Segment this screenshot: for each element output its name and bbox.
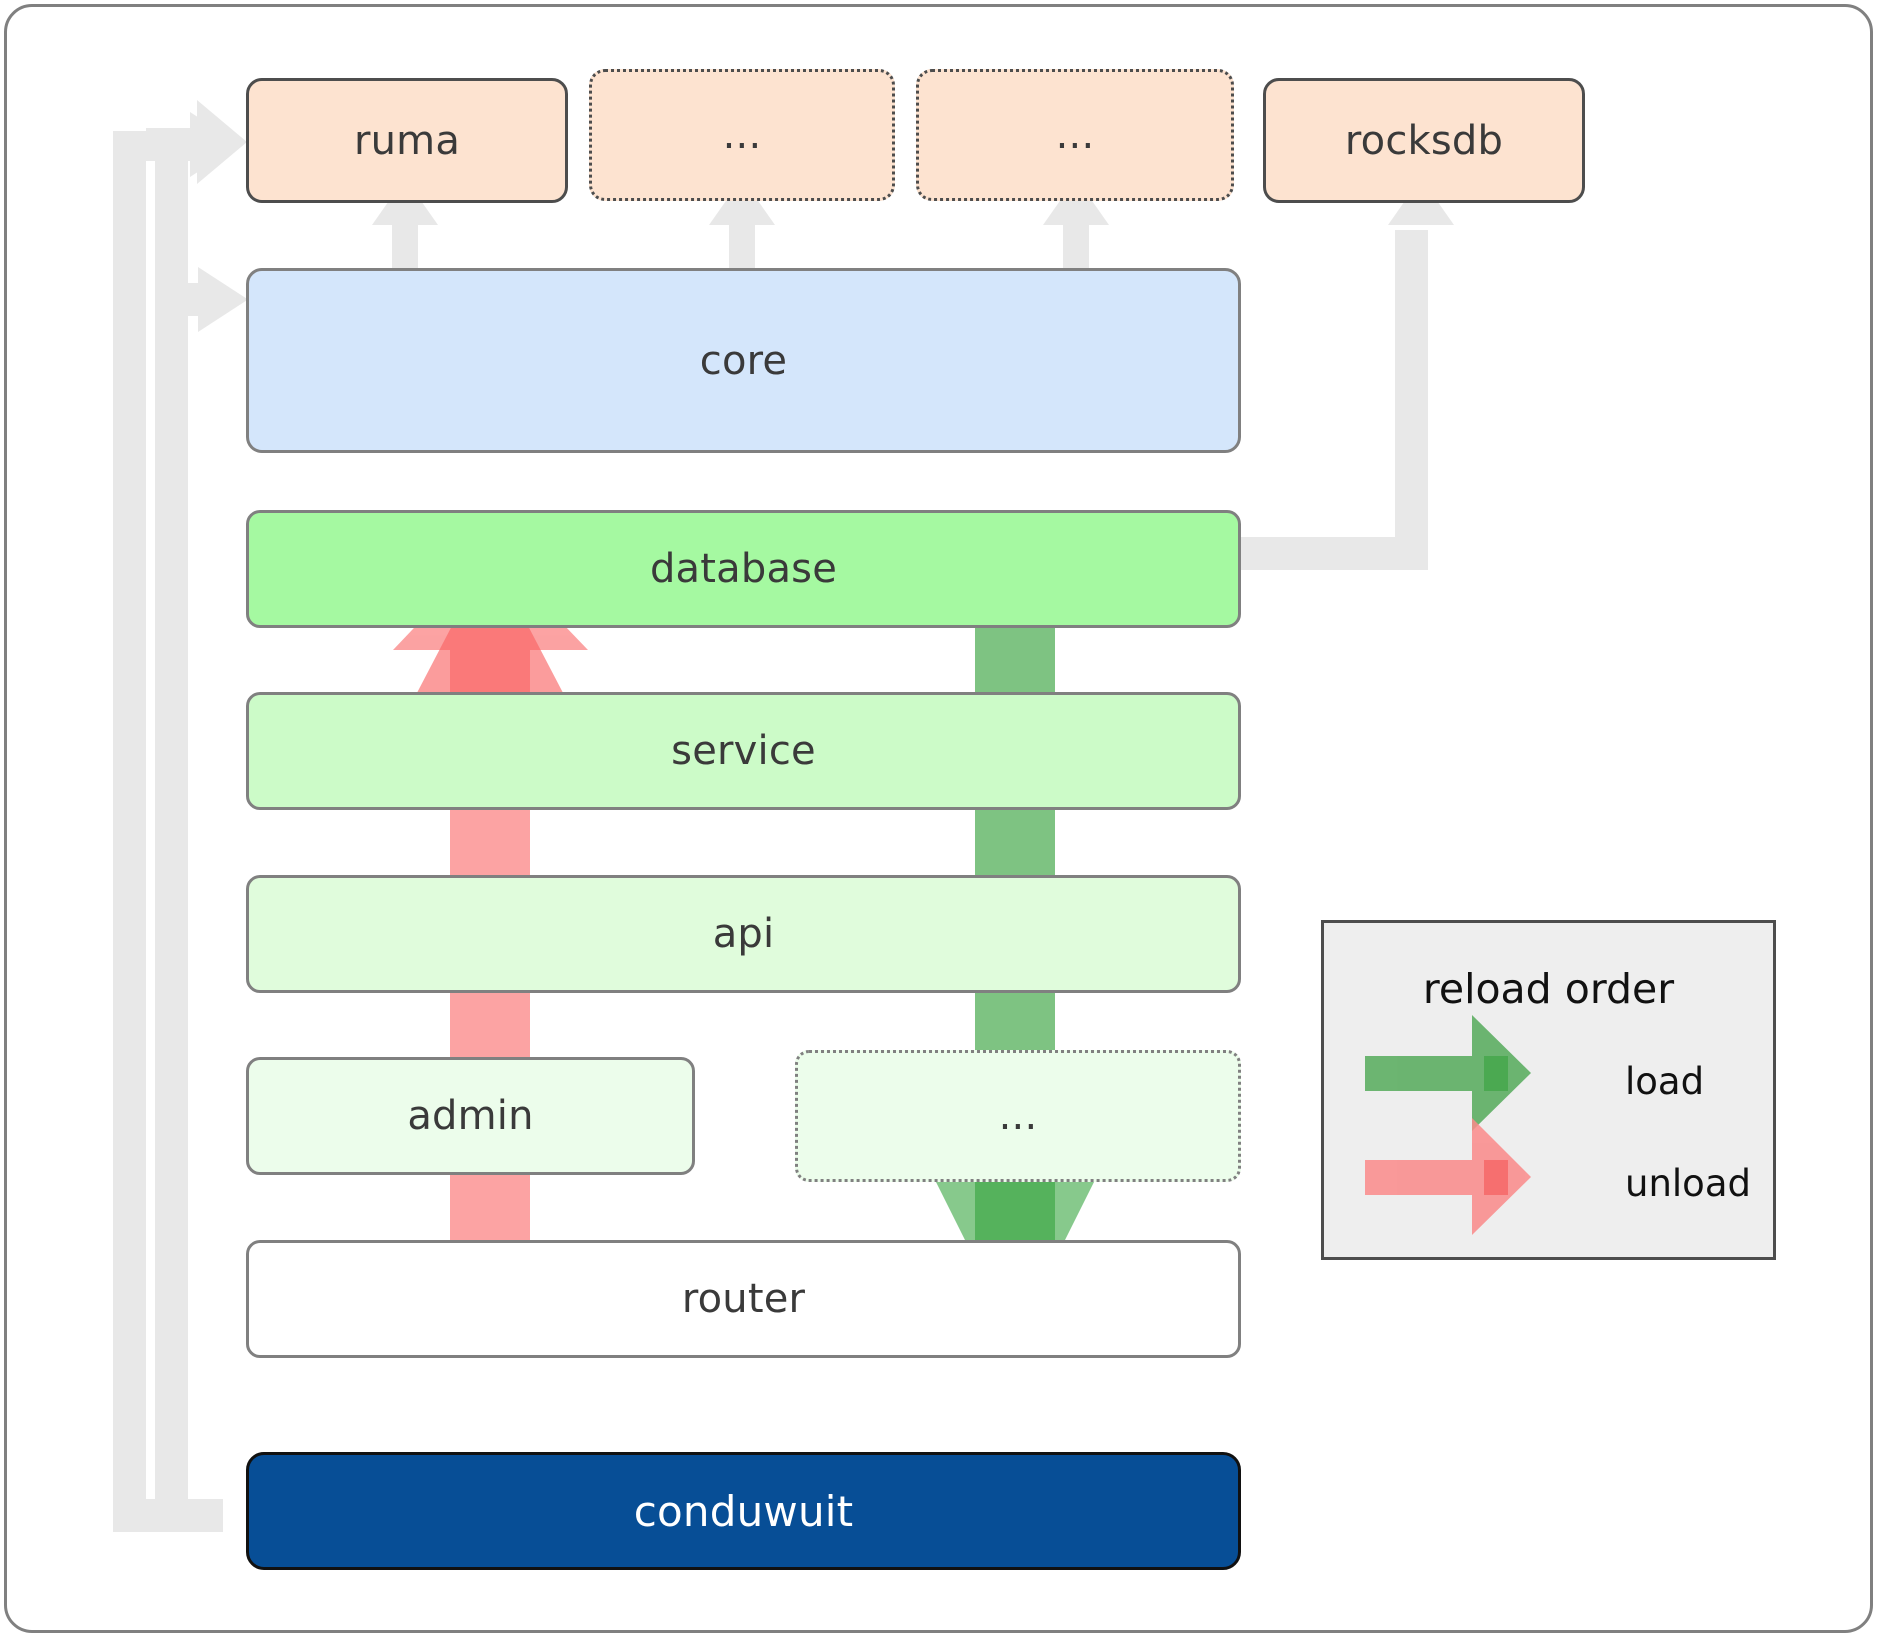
node-service[interactable]: service — [246, 692, 1241, 810]
node-rocksdb[interactable]: rocksdb — [1263, 78, 1585, 203]
node-core-label: core — [699, 337, 788, 384]
connector-left-spine — [113, 131, 146, 1532]
legend-label-load: load — [1625, 1060, 1705, 1103]
legend-load-arrow — [1365, 1015, 1531, 1131]
node-router[interactable]: router — [246, 1240, 1241, 1358]
node-dependency-ellipsis-1-label: ... — [722, 112, 762, 158]
node-conduwuit[interactable]: conduwuit — [246, 1452, 1241, 1570]
legend-label-unload: unload — [1625, 1162, 1751, 1205]
unload-arrow-big-head — [395, 553, 585, 735]
legend-title: reload order — [1422, 965, 1675, 1013]
node-service-label: service — [671, 728, 816, 774]
node-core[interactable]: core — [246, 268, 1241, 453]
legend-unload-arrow — [1365, 1118, 1531, 1235]
node-admin-label: admin — [407, 1093, 534, 1139]
node-database[interactable]: database — [246, 510, 1241, 628]
node-dependency-ellipsis-2-label: ... — [1055, 112, 1095, 158]
arrow-core-to-dep2 — [1043, 178, 1109, 270]
node-ruma-label: ruma — [353, 117, 461, 164]
node-api-label: api — [712, 911, 775, 957]
node-admin[interactable]: admin — [246, 1057, 695, 1175]
node-database-label: database — [649, 546, 838, 592]
node-rocksdb-label: rocksdb — [1344, 117, 1504, 164]
connector-inner-spine-2 — [155, 316, 188, 1501]
node-ruma[interactable]: ruma — [246, 78, 568, 203]
node-admin-ellipsis[interactable]: ... — [795, 1050, 1241, 1182]
node-dependency-ellipsis-1[interactable]: ... — [589, 69, 895, 201]
connector-arm-core — [155, 144, 248, 332]
node-router-label: router — [681, 1276, 806, 1322]
node-admin-ellipsis-label: ... — [998, 1093, 1038, 1139]
node-conduwuit-label: conduwuit — [633, 1486, 854, 1536]
node-api[interactable]: api — [246, 875, 1241, 993]
arrow-core-to-dep1 — [709, 178, 775, 270]
connector-bottom-arm — [113, 1499, 223, 1532]
node-dependency-ellipsis-2[interactable]: ... — [916, 69, 1234, 201]
